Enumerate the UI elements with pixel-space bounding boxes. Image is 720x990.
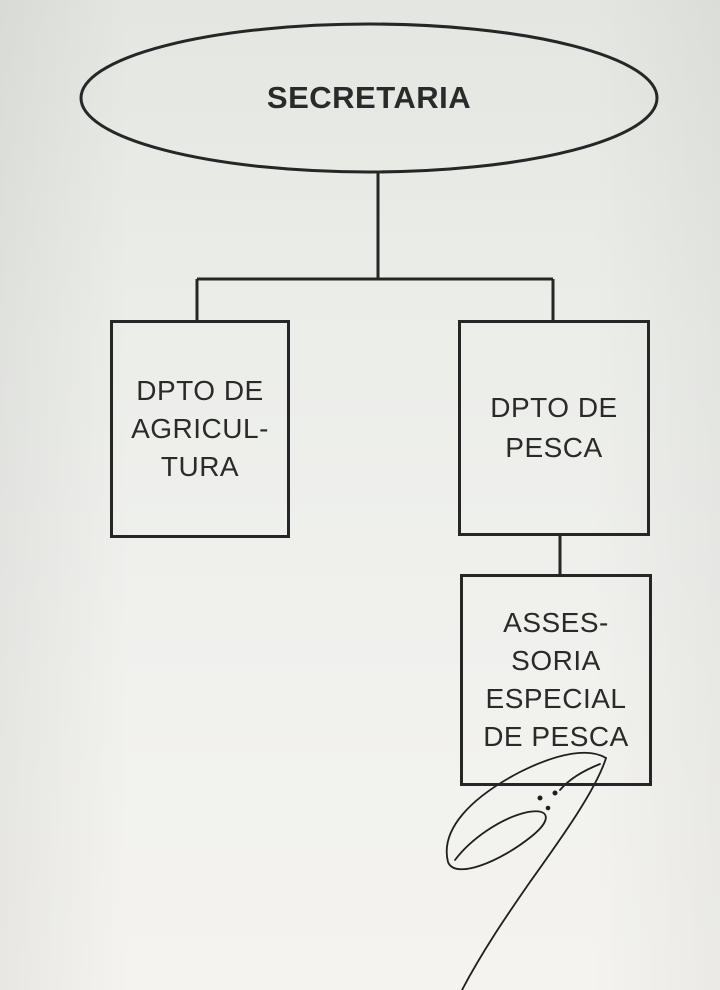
node-dpto-agricultura: DPTO DE AGRICUL- TURA: [110, 320, 290, 538]
node-line: PESCA: [505, 432, 603, 463]
node-line: DPTO DE: [136, 375, 264, 406]
node-line: TURA: [160, 451, 240, 482]
handwritten-signature: [445, 751, 607, 990]
node-line: ESPECIAL: [485, 683, 627, 714]
node-dpto-pesca: DPTO DE PESCA: [458, 320, 650, 536]
node-line: DPTO DE: [490, 392, 618, 423]
secretaria-ellipse: [79, 22, 659, 174]
node-line: ASSES-: [503, 607, 609, 638]
node-line: DE PESCA: [483, 721, 629, 752]
node-line: SORIA: [511, 645, 601, 676]
node-secretaria-label: SECRETARIA: [266, 80, 472, 115]
node-line: AGRICUL-: [131, 413, 269, 444]
node-assessoria-especial-pesca: ASSES- SORIA ESPECIAL DE PESCA: [460, 574, 652, 786]
